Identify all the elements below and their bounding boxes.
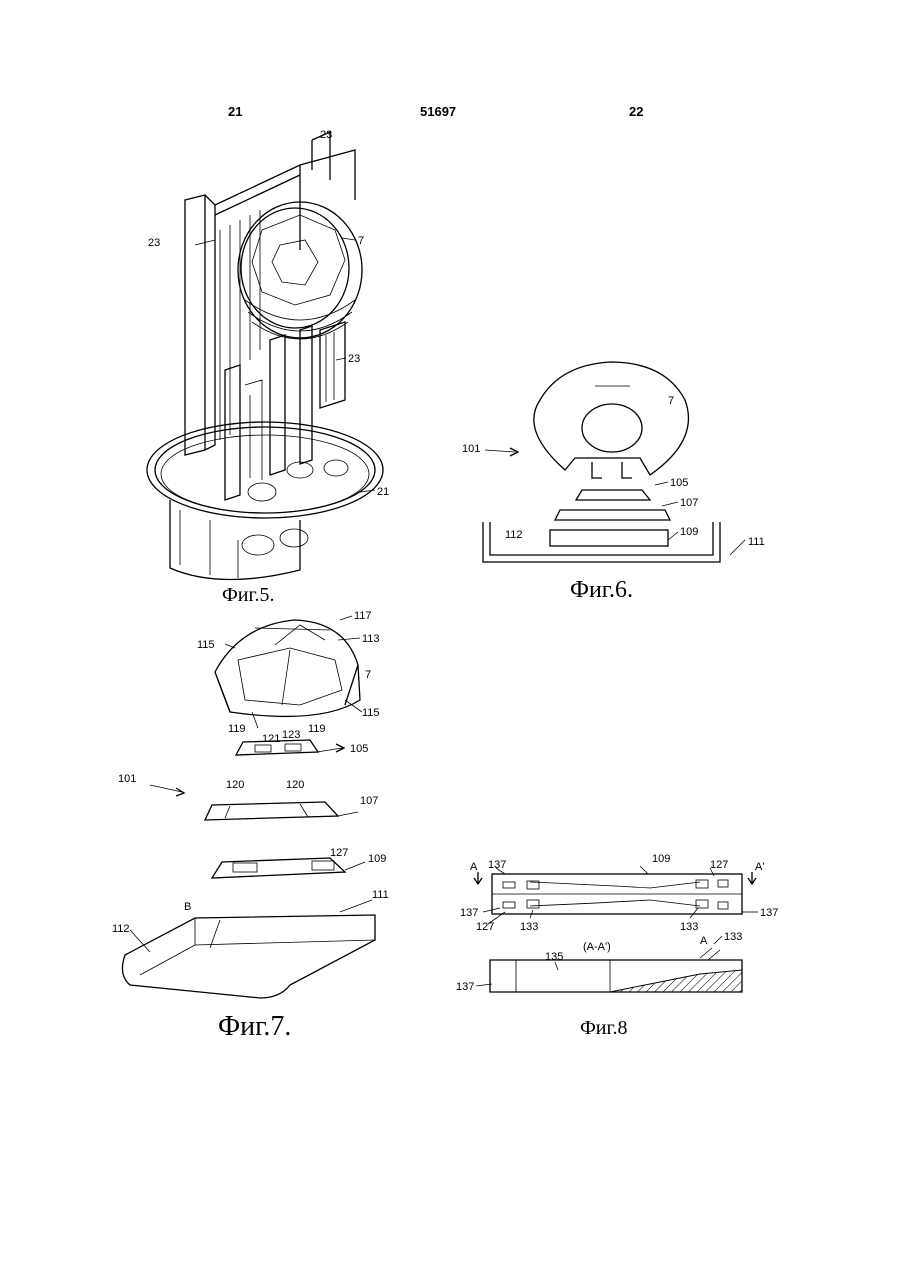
label-107: 107 — [680, 497, 698, 509]
label-123: 123 — [282, 729, 300, 741]
figure-5: 23 23 7 23 21 Фиг.5. — [147, 129, 389, 606]
label-113: 113 — [362, 633, 380, 645]
label-135: 135 — [545, 951, 563, 963]
label-137-top: 137 — [488, 859, 506, 871]
label-21: 21 — [377, 486, 389, 498]
caption-fig8: Фиг.8 — [580, 1017, 627, 1039]
label-7: 7 — [365, 669, 371, 681]
figure-8: 109 137 127 A A' 137 127 133 133 137 (A-… — [456, 853, 778, 1039]
label-109: 109 — [368, 853, 386, 865]
label-137-left: 137 — [460, 907, 478, 919]
label-112: 112 — [505, 529, 523, 541]
caption-fig5: Фиг.5. — [222, 584, 274, 606]
label-119-right: 119 — [308, 723, 326, 735]
label-119-left: 119 — [228, 723, 246, 735]
label-101: 101 — [462, 443, 480, 455]
label-23-left: 23 — [148, 237, 160, 249]
label-109: 109 — [652, 853, 670, 865]
label-a-section: A — [700, 935, 708, 947]
label-112: 112 — [112, 923, 130, 935]
label-127-top: 127 — [710, 859, 728, 871]
label-115-left: 115 — [197, 639, 215, 651]
label-23-right: 23 — [348, 353, 360, 365]
label-127-bottom: 127 — [476, 921, 494, 933]
caption-fig7: Фиг.7. — [218, 1011, 291, 1042]
label-101: 101 — [118, 773, 136, 785]
label-a-left: A — [470, 861, 478, 873]
label-111: 111 — [372, 889, 389, 901]
label-137-right: 137 — [760, 907, 778, 919]
label-23-top: 23 — [320, 129, 332, 141]
label-7: 7 — [358, 235, 364, 247]
label-b: B — [184, 901, 191, 913]
label-133-section: 133 — [724, 931, 742, 943]
figure-7: 117 115 113 7 115 119 121 123 119 105 12… — [112, 610, 389, 1042]
label-133-left: 133 — [520, 921, 538, 933]
label-117: 117 — [354, 610, 372, 622]
section-label: (A-A') — [583, 941, 611, 953]
label-107: 107 — [360, 795, 378, 807]
label-105: 105 — [670, 477, 688, 489]
figure-6: 7 101 105 107 109 112 111 Фиг.6. — [462, 362, 765, 603]
label-120-right: 120 — [286, 779, 304, 791]
label-7: 7 — [668, 395, 674, 407]
label-120-left: 120 — [226, 779, 244, 791]
label-121: 121 — [262, 733, 280, 745]
label-105: 105 — [350, 743, 368, 755]
label-109: 109 — [680, 526, 698, 538]
label-115-right: 115 — [362, 707, 380, 719]
caption-fig6: Фиг.6. — [570, 577, 633, 603]
label-133-right: 133 — [680, 921, 698, 933]
label-127: 127 — [330, 847, 348, 859]
label-a-prime: A' — [755, 861, 764, 873]
label-137-section: 137 — [456, 981, 474, 993]
label-111: 111 — [748, 536, 765, 548]
